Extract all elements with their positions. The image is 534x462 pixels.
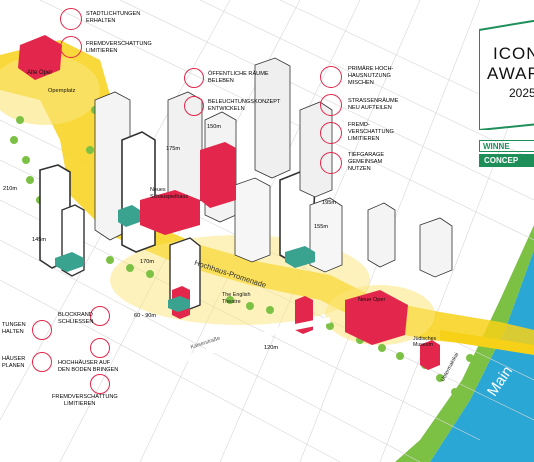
height-label: 170m [140,259,154,265]
legend-text: HOCHHÄUSER AUF [58,360,111,366]
legend-text: ERHALTEN [86,18,116,24]
award-winner: WINNE [479,140,534,152]
legend-text: LIMITIEREN [348,136,380,142]
label-neue-oper: Neue Oper [358,297,386,303]
award-year: 2025 [509,86,534,100]
legend-icon-hochhaeuser [32,352,52,372]
legend-icon-fremdverschattung [60,36,82,58]
legend-text: LIMITIEREN [64,401,96,407]
red-small-2 [420,340,440,370]
legend-icon-beleuchtung [184,96,204,116]
legend-text: PLANEN [2,363,25,369]
legend-text: TIEFGARAGE [348,152,385,158]
height-label: 155m [314,224,328,230]
legend-text: STRASSENRÄUME [348,98,399,104]
legend-text: STADTLICHTUNGEN [86,11,141,17]
height-label: 150m [207,124,221,130]
legend-text: ÖFFENTLICHE RÄUME [208,71,269,77]
height-label: 195m [322,200,336,206]
alte-oper-building [18,35,62,80]
river-main [430,250,534,462]
height-label: 60 - 90m [134,313,157,319]
legend-text: HAUSNUTZUNG [348,73,391,79]
label-juedisches-museum: Jüdisches Museum [413,336,437,349]
legend-icon-fremdverschattung [320,122,342,144]
legend-text: MISCHEN [348,80,374,86]
legend-icon-fremdverschattung [90,374,110,394]
legend-text: ENTWICKELN [208,106,245,112]
kaiserstrasse-road [179,317,331,363]
legend-icon-stadtlichtungen [60,8,82,30]
legend-text: TUNGEN [2,322,26,328]
legend-text: FREMDVERSCHATTUNG [52,394,118,400]
legend-text: BELEBEN [208,78,234,84]
award-badge-frame [479,20,534,130]
legend-text: HALTEN [2,329,24,335]
legend-text: NUTZEN [348,166,371,172]
legend-icon-tiefgarage [320,152,342,174]
red-block-center [200,142,236,208]
award-category: CONCEP [479,154,534,167]
legend-text: NEU AUFTEILEN [348,105,392,111]
legend-icon-raeume [184,68,204,88]
label-opernplatz: Opernplatz [48,88,76,94]
height-label: 210m [3,186,17,192]
legend-text: PRIMÄRE HOCH- [348,66,394,72]
award-title-line2: AWAR [487,64,534,83]
label-neues-schauspielhaus: Neues Schauspielhaus [150,187,189,200]
award-badge: ICON AWAR 2025 [479,20,534,130]
legend-text: BELEUCHTUNGSKONZEPT [208,99,281,105]
height-label: 120m [264,345,278,351]
height-label: 145m [32,237,46,243]
legend-icon-stadtlichtungen [32,320,52,340]
legend-icon-blockrand [90,306,110,326]
teal-podiums [55,205,315,312]
legend-icon-strassenraeume [320,94,342,116]
legend-text: LIMITIEREN [86,48,118,54]
legend-text: FREMDVERSCHATTUNG [86,41,152,47]
award-title-line1: ICON [493,44,534,63]
legend-text: FREMD- [348,122,370,128]
neues-schauspielhaus-building [140,190,200,235]
neue-oper-building [345,290,408,345]
legend-text: GEMEINSAM [348,159,383,165]
legend-text: SCHLIESSEN [58,319,94,325]
legend-text: BLOCKRAND [58,312,93,318]
legend-icon-hochhausnutzung [320,66,342,88]
label-english-theatre: The English Theatre [222,292,251,305]
legend-icon-hochhaeuser-boden [90,338,110,358]
label-alte-oper: Alte Oper [27,70,53,76]
bridge [440,330,534,355]
legend-text: VERSCHATTUNG [348,129,394,135]
legend-text: HÄUSER [2,356,26,362]
legend-text: DEN BODEN BRINGEN [58,367,119,373]
height-label: 175m [166,146,180,152]
